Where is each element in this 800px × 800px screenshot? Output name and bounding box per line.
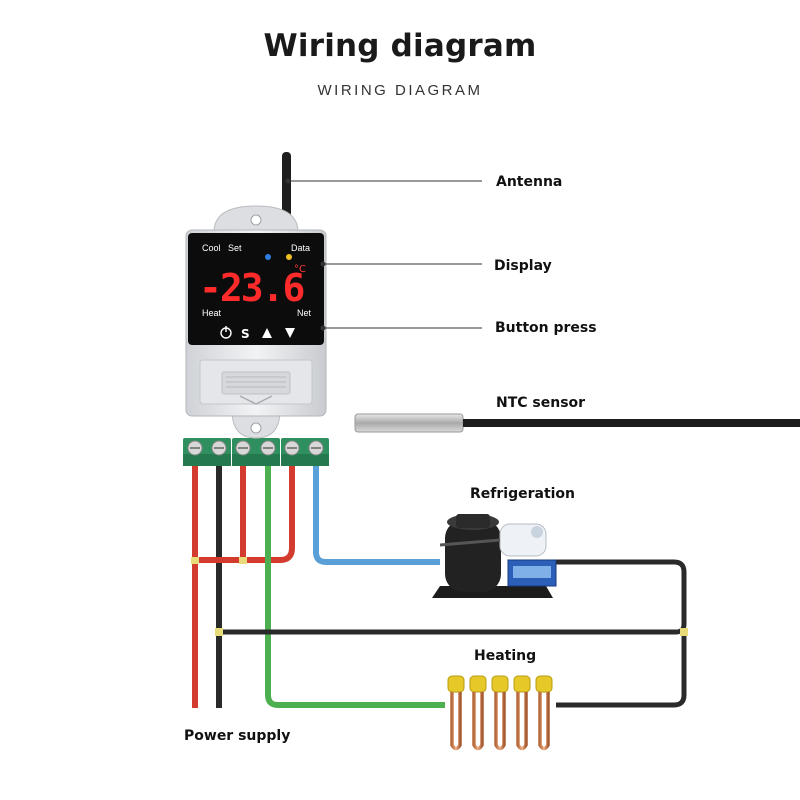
ntc-cable (463, 419, 800, 427)
refrigeration-label: Refrigeration (470, 486, 576, 502)
junction-marker (680, 628, 688, 636)
device-face (188, 233, 324, 345)
terminal-block-outputs (232, 438, 280, 466)
unit-label: °C (294, 264, 306, 275)
heating-wire (265, 455, 445, 708)
display-label: Display (494, 258, 552, 274)
page-subtitle: WIRING DIAGRAM (317, 82, 483, 99)
label-heat: Heat (202, 308, 222, 318)
junction-marker (191, 557, 199, 564)
s-icon[interactable]: S (241, 327, 250, 341)
refrigeration-unit (432, 514, 557, 598)
heater-rod (535, 675, 553, 751)
antenna-label: Antenna (496, 174, 563, 190)
indicator-yellow (286, 254, 292, 260)
wires (191, 455, 688, 708)
neutral-heating-wire (556, 632, 687, 708)
junction-marker (215, 628, 223, 636)
junction-marker (239, 557, 247, 564)
heater-rod (491, 675, 509, 751)
up-icon[interactable] (262, 328, 272, 338)
neutral-return-wire (219, 559, 687, 635)
terminal-block-power (183, 438, 231, 466)
cool-live-wire (243, 455, 295, 563)
label-set: Set (228, 243, 242, 253)
ntc-probe (354, 413, 464, 433)
compressor-body (445, 520, 501, 592)
label-data: Data (291, 243, 310, 253)
down-icon[interactable] (285, 328, 295, 338)
heater-rod (447, 675, 465, 751)
power-supply-label: Power supply (184, 728, 291, 744)
heater-rod (469, 675, 487, 751)
callout-lines (285, 178, 482, 331)
heating-elements (447, 675, 553, 751)
heater-rod (513, 675, 531, 751)
heating-label: Heating (474, 648, 537, 664)
temperature-reading: -23.6 (199, 266, 304, 310)
controller-device: Cool Set Data -23.6 °C Heat Net S (185, 152, 327, 439)
page-title: Wiring diagram (263, 28, 537, 64)
label-net: Net (297, 308, 312, 318)
terminal-blocks (183, 438, 329, 466)
ntc-sensor (354, 413, 800, 433)
refrigeration-wire (313, 455, 440, 565)
ntc-sensor-label: NTC sensor (496, 395, 586, 411)
button-press-label: Button press (495, 320, 597, 336)
terminal-block-cooling (281, 438, 329, 466)
indicator-blue (265, 254, 271, 260)
power-icon[interactable] (220, 326, 232, 339)
label-cool: Cool (202, 243, 221, 253)
